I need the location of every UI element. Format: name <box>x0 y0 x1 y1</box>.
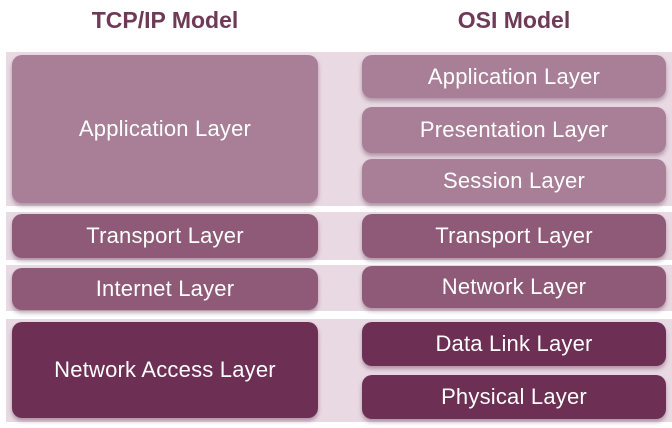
osi-presentation-layer: Presentation Layer <box>362 107 666 153</box>
tcpip-model-title: TCP/IP Model <box>91 7 239 33</box>
osi-session-layer: Session Layer <box>362 159 666 203</box>
tcpip-internet-layer: Internet Layer <box>12 268 318 310</box>
osi-model-title: OSI Model <box>457 7 571 33</box>
osi-transport-layer: Transport Layer <box>362 214 666 258</box>
osi-physical-layer: Physical Layer <box>362 375 666 419</box>
tcpip-transport-layer: Transport Layer <box>12 214 318 258</box>
tcpip-network-access-layer: Network Access Layer <box>12 322 318 418</box>
osi-network-layer: Network Layer <box>362 266 666 308</box>
osi-data-link-layer: Data Link Layer <box>362 322 666 366</box>
osi-application-layer: Application Layer <box>362 55 666 98</box>
tcpip-application-layer: Application Layer <box>12 55 318 203</box>
